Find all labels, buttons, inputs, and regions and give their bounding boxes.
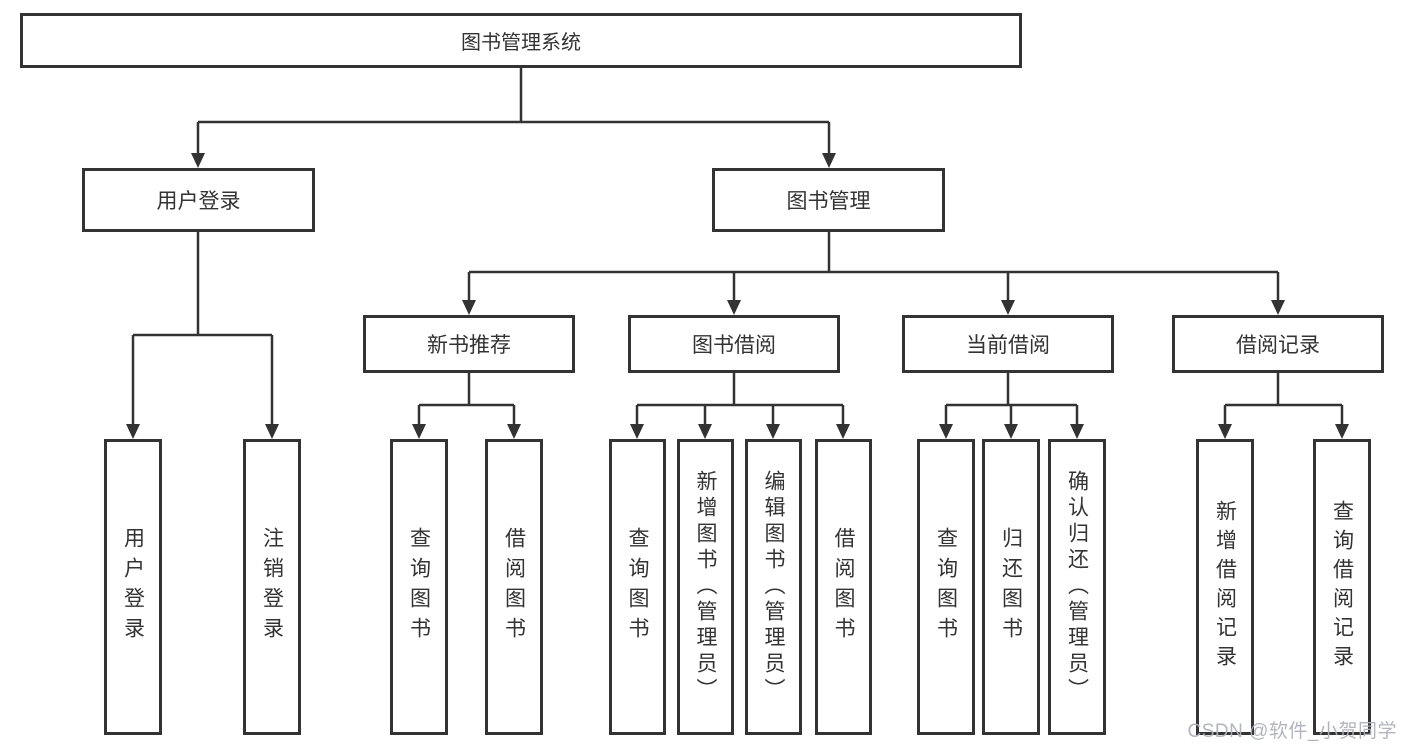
- arrowhead-icon: [462, 300, 476, 315]
- node-leaf-borrow-books-2: 借阅图书: [815, 439, 872, 735]
- node-leaf-logout-label: 注销登录: [260, 527, 284, 647]
- arrowheads: [126, 153, 1349, 439]
- node-leaf-edit-book-admin: 编辑图书（管理员）: [745, 439, 802, 735]
- node-leaf-add-book-admin-label: 新增图书（管理员）: [694, 470, 717, 704]
- node-leaf-edit-book-admin-label: 编辑图书（管理员）: [762, 470, 785, 704]
- node-leaf-query-books-3-label: 查询图书: [934, 527, 958, 647]
- node-leaf-borrow-books-2-label: 借阅图书: [832, 527, 855, 647]
- arrowhead-icon: [191, 153, 205, 168]
- arrowhead-icon: [412, 424, 426, 439]
- arrowhead-icon: [630, 424, 644, 439]
- csdn-watermark: CSDN @软件_小贺同学: [1187, 721, 1397, 742]
- node-leaf-borrow-books-1: 借阅图书: [485, 439, 543, 735]
- arrowhead-icon: [1004, 424, 1018, 439]
- node-current-borrow: 当前借阅: [902, 315, 1114, 373]
- node-user-login: 用户登录: [82, 168, 315, 232]
- node-current-borrow-label: 当前借阅: [966, 334, 1050, 357]
- node-leaf-return-books-label: 归还图书: [999, 527, 1023, 647]
- arrowhead-icon: [1271, 300, 1285, 315]
- node-book-borrow-label: 图书借阅: [692, 334, 776, 357]
- connector-lines: [131, 68, 1344, 427]
- arrowhead-icon: [766, 424, 780, 439]
- arrowhead-icon: [698, 424, 712, 439]
- arrowhead-icon: [1218, 424, 1232, 439]
- arrowhead-icon: [822, 153, 836, 168]
- node-root: 图书管理系统: [20, 13, 1022, 68]
- arrowhead-icon: [1070, 424, 1084, 439]
- node-leaf-borrow-books-1-label: 借阅图书: [502, 527, 526, 647]
- node-leaf-add-borrow-record-label: 新增借阅记录: [1213, 500, 1237, 674]
- node-new-book-recommend: 新书推荐: [363, 315, 575, 373]
- node-leaf-confirm-return-admin-label: 确认归还（管理员）: [1065, 470, 1089, 704]
- node-book-borrow: 图书借阅: [628, 315, 840, 373]
- node-leaf-return-books: 归还图书: [982, 439, 1040, 735]
- node-borrow-records-label: 借阅记录: [1236, 334, 1320, 357]
- node-leaf-query-books-3: 查询图书: [917, 439, 975, 735]
- arrowhead-icon: [265, 424, 279, 439]
- arrowhead-icon: [727, 300, 741, 315]
- arrowhead-icon: [1001, 300, 1015, 315]
- node-leaf-user-login-label: 用户登录: [121, 527, 145, 647]
- arrowhead-icon: [1335, 424, 1349, 439]
- node-book-management-label: 图书管理: [786, 190, 871, 213]
- node-leaf-query-borrow-record: 查询借阅记录: [1313, 439, 1371, 735]
- node-leaf-query-books-1-label: 查询图书: [407, 527, 431, 647]
- node-leaf-logout: 注销登录: [243, 439, 301, 735]
- node-leaf-query-books-2: 查询图书: [609, 439, 666, 735]
- node-borrow-records: 借阅记录: [1172, 315, 1384, 373]
- node-leaf-add-borrow-record: 新增借阅记录: [1196, 439, 1254, 735]
- node-root-label: 图书管理系统: [461, 32, 581, 54]
- arrowhead-icon: [126, 424, 140, 439]
- arrowhead-icon: [836, 424, 850, 439]
- node-leaf-query-books-2-label: 查询图书: [626, 527, 649, 647]
- node-book-management: 图书管理: [712, 168, 945, 232]
- node-user-login-label: 用户登录: [156, 190, 241, 213]
- node-leaf-confirm-return-admin: 确认归还（管理员）: [1048, 439, 1106, 735]
- node-leaf-add-book-admin: 新增图书（管理员）: [677, 439, 734, 735]
- node-leaf-user-login: 用户登录: [104, 439, 162, 735]
- arrowhead-icon: [507, 424, 521, 439]
- node-new-book-recommend-label: 新书推荐: [427, 334, 511, 357]
- node-leaf-query-borrow-record-label: 查询借阅记录: [1330, 500, 1354, 674]
- node-leaf-query-books-1: 查询图书: [390, 439, 448, 735]
- arrowhead-icon: [939, 424, 953, 439]
